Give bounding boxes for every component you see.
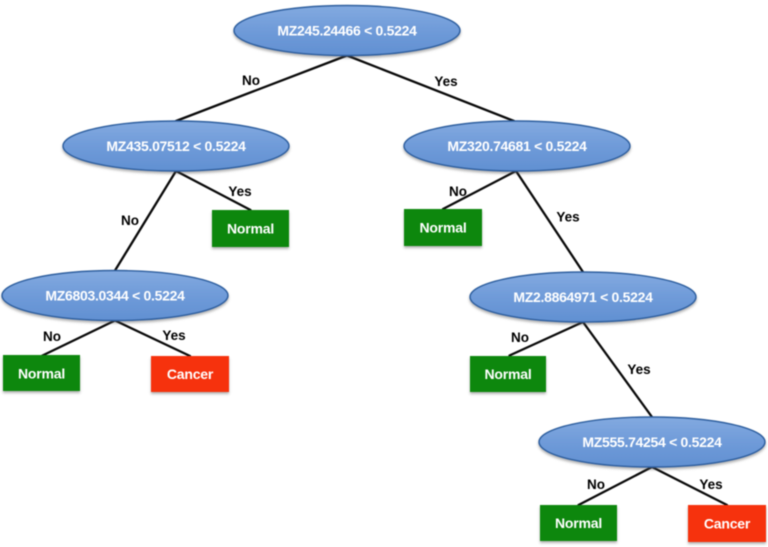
svg-text:No: No	[43, 329, 61, 344]
svg-text:Yes: Yes	[434, 74, 457, 89]
svg-text:No: No	[121, 213, 139, 228]
svg-text:Normal: Normal	[227, 221, 274, 237]
svg-text:No: No	[587, 477, 605, 492]
svg-text:No: No	[449, 184, 467, 199]
svg-text:MZ6803.0344 < 0.5224: MZ6803.0344 < 0.5224	[45, 288, 185, 304]
svg-text:MZ320.74681 < 0.5224: MZ320.74681 < 0.5224	[447, 138, 587, 154]
svg-text:MZ2.8864971 < 0.5224: MZ2.8864971 < 0.5224	[513, 289, 653, 305]
svg-text:MZ245.24466 < 0.5224: MZ245.24466 < 0.5224	[277, 23, 417, 39]
svg-text:Normal: Normal	[555, 515, 602, 531]
svg-text:Yes: Yes	[556, 210, 579, 225]
svg-text:No: No	[242, 73, 260, 88]
svg-text:Yes: Yes	[699, 477, 722, 492]
svg-text:Yes: Yes	[627, 362, 650, 377]
svg-text:No: No	[511, 330, 529, 345]
svg-text:MZ555.74254 < 0.5224: MZ555.74254 < 0.5224	[582, 434, 722, 450]
svg-text:Cancer: Cancer	[167, 366, 214, 382]
svg-text:Normal: Normal	[419, 220, 466, 236]
svg-text:Normal: Normal	[484, 366, 531, 382]
svg-text:Cancer: Cancer	[704, 516, 751, 532]
svg-text:Normal: Normal	[18, 366, 65, 382]
svg-text:Yes: Yes	[162, 328, 185, 343]
svg-text:Yes: Yes	[228, 184, 251, 199]
svg-text:MZ435.07512 < 0.5224: MZ435.07512 < 0.5224	[106, 138, 246, 154]
